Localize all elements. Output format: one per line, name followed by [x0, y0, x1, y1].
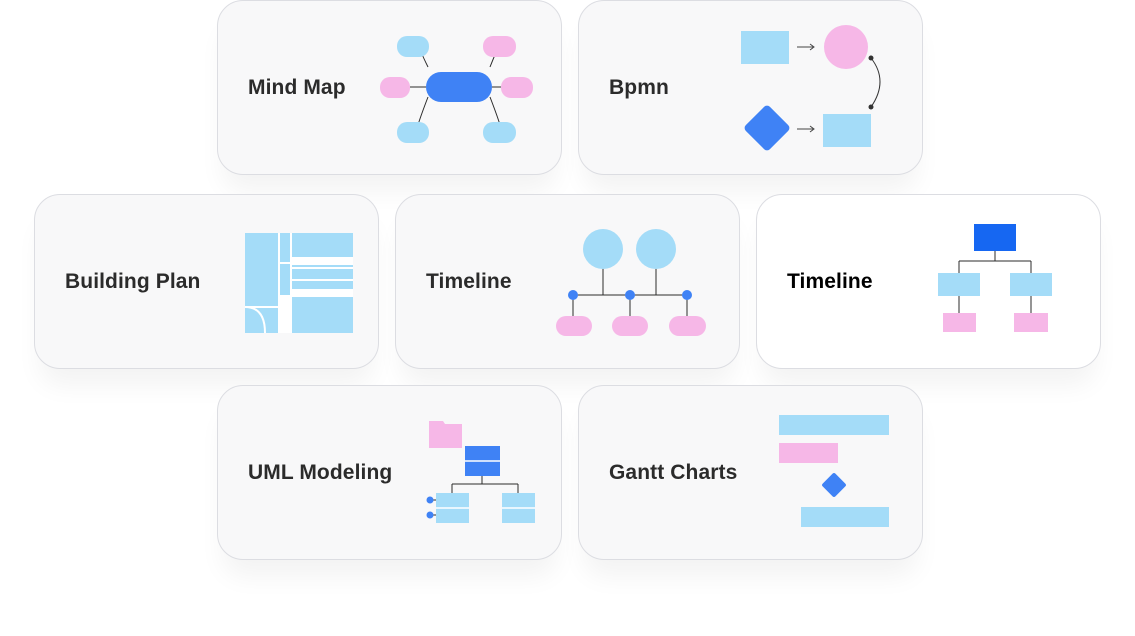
org-tree-icon	[938, 224, 1052, 332]
card-label: Mind Map	[248, 75, 346, 99]
card-gantt-charts[interactable]: Gantt Charts	[578, 385, 923, 560]
mind-map-icon	[380, 36, 533, 143]
gantt-icon	[779, 415, 889, 527]
card-bpmn[interactable]: Bpmn	[578, 0, 923, 175]
card-timeline-tree[interactable]: Timeline	[756, 194, 1101, 369]
card-timeline[interactable]: Timeline	[395, 194, 740, 369]
card-label: UML Modeling	[248, 460, 393, 484]
card-label: Timeline	[787, 269, 873, 293]
card-mind-map[interactable]: Mind Map	[217, 0, 562, 175]
uml-icon	[426, 421, 535, 523]
card-label: Bpmn	[609, 75, 669, 99]
card-uml-modeling[interactable]: UML Modeling	[217, 385, 562, 560]
card-building-plan[interactable]: Building Plan	[34, 194, 379, 369]
card-label: Timeline	[426, 269, 512, 293]
timeline-icon	[556, 229, 706, 336]
bpmn-icon	[741, 25, 881, 151]
building-plan-icon	[244, 233, 353, 334]
card-label: Gantt Charts	[609, 460, 738, 484]
card-label: Building Plan	[65, 269, 201, 293]
